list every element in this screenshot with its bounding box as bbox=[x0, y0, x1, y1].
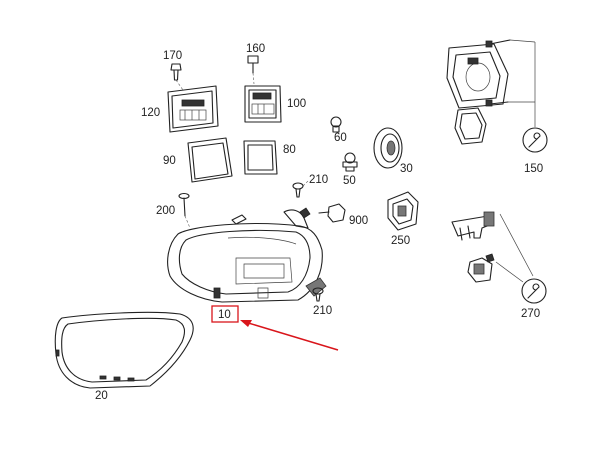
part-90-gasket bbox=[187, 137, 233, 183]
part-20-lens bbox=[54, 311, 194, 389]
label-120: 120 bbox=[141, 107, 160, 119]
wrench-icon bbox=[522, 127, 548, 153]
part-900-connector bbox=[318, 203, 346, 223]
part-150-module bbox=[446, 39, 511, 145]
label-60: 60 bbox=[334, 132, 347, 144]
part-120-control-module bbox=[167, 85, 219, 133]
label-250: 250 bbox=[391, 235, 410, 247]
part-170-screw bbox=[170, 63, 184, 91]
label-20: 20 bbox=[95, 390, 108, 402]
part-250-bracket bbox=[387, 191, 419, 231]
wrench-icon bbox=[521, 278, 547, 304]
label-100: 100 bbox=[287, 98, 306, 110]
bracket-top-150 bbox=[509, 39, 536, 43]
label-210-upper: 210 bbox=[309, 174, 328, 186]
part-10-headlamp bbox=[167, 207, 327, 303]
label-50: 50 bbox=[343, 175, 356, 187]
part-100-led-module bbox=[244, 85, 282, 123]
label-10: 10 bbox=[218, 309, 231, 321]
bracket-line-270a bbox=[499, 213, 534, 277]
part-200-screw bbox=[178, 192, 191, 229]
bracket-line-270b bbox=[495, 261, 524, 283]
part-60-bulb bbox=[330, 116, 342, 133]
label-170: 170 bbox=[163, 50, 182, 62]
label-30: 30 bbox=[400, 163, 413, 175]
part-50-bulb bbox=[342, 152, 358, 172]
label-210-lower: 210 bbox=[313, 305, 332, 317]
part-210-clip-upper bbox=[292, 179, 310, 198]
label-80: 80 bbox=[283, 144, 296, 156]
highlight-arrow bbox=[240, 320, 339, 351]
part-270-brackets bbox=[451, 211, 495, 283]
label-270: 270 bbox=[521, 308, 540, 320]
label-200: 200 bbox=[156, 205, 175, 217]
part-80-gasket bbox=[243, 140, 278, 175]
part-160-bolt bbox=[247, 55, 259, 85]
label-150: 150 bbox=[524, 163, 543, 175]
label-160: 160 bbox=[246, 43, 265, 55]
highlight-box bbox=[211, 305, 239, 323]
label-900: 900 bbox=[349, 215, 368, 227]
part-210-clip-lower bbox=[312, 287, 324, 302]
label-90: 90 bbox=[163, 155, 176, 167]
part-30-cover-cap bbox=[373, 127, 403, 169]
